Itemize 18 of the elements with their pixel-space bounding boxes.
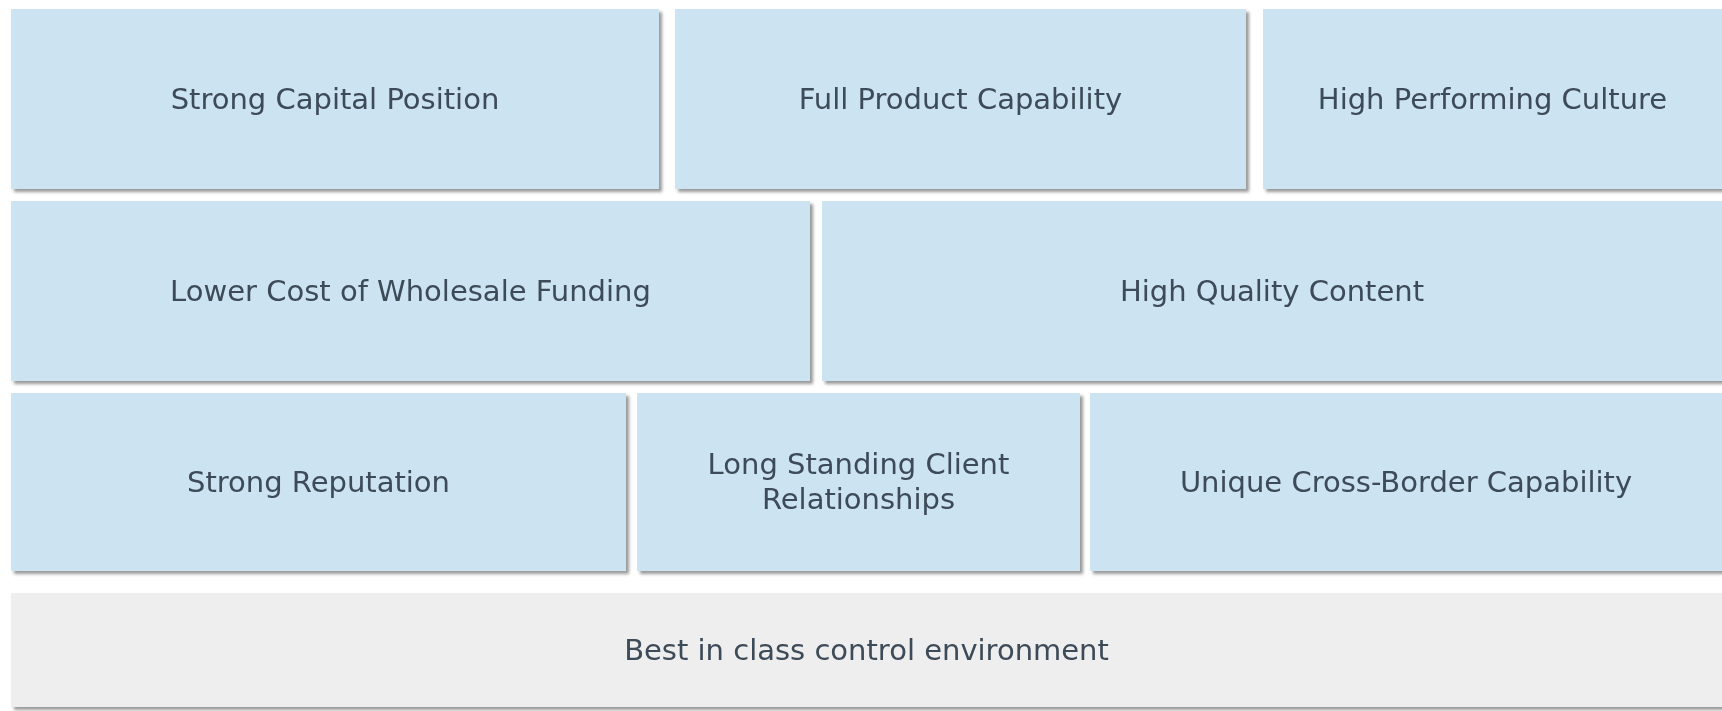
pillar-block (1090, 393, 1722, 571)
pillar-block (675, 9, 1246, 189)
pillar-block (11, 201, 810, 381)
pillar-block (822, 201, 1722, 381)
block-label: High Performing Culture (1316, 81, 1669, 117)
pillar-block (637, 393, 1080, 571)
block-label: Lower Cost of Wholesale Funding (169, 273, 652, 309)
block-label: Unique Cross-Border Capability (1178, 464, 1634, 500)
block-label: Full Product Capability (797, 81, 1124, 117)
block-label: High Quality Content (1118, 273, 1425, 309)
pillar-block (11, 9, 659, 189)
pillar-block (1263, 9, 1722, 189)
block-label: Best in class control environment (623, 632, 1110, 668)
block-label: Strong Reputation (186, 464, 451, 500)
block-label: Long Standing Client Relationships (706, 447, 1011, 517)
pillar-block (11, 393, 626, 571)
pillar-block (11, 593, 1722, 707)
block-label: Strong Capital Position (169, 81, 501, 117)
